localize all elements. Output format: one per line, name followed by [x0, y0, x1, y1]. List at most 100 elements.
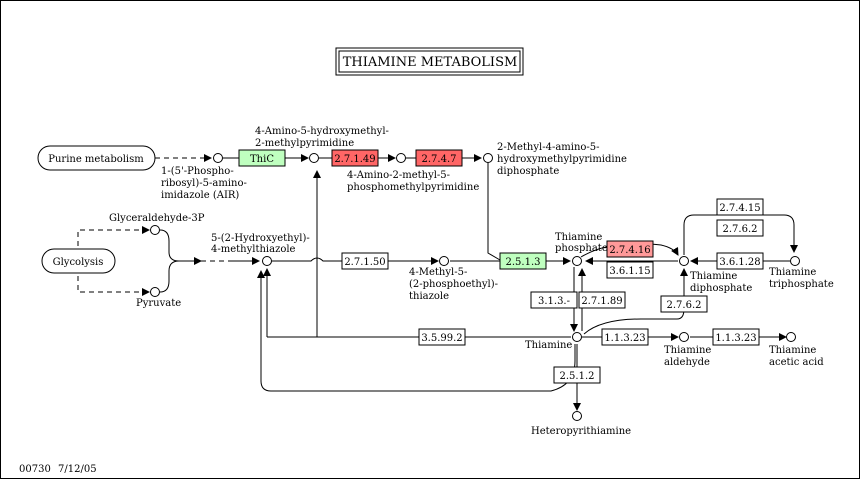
- svg-text:Thiamine: Thiamine: [769, 267, 816, 278]
- svg-text:(2-phosphoethyl)-: (2-phosphoethyl)-: [409, 279, 498, 290]
- enzyme-1.1.3.23-b[interactable]: 1.1.3.23: [712, 328, 760, 346]
- svg-text:4-methylthiazole: 4-methylthiazole: [211, 244, 296, 255]
- label-thiamine-acetic-acid: Thiamine acetic acid: [769, 345, 824, 368]
- svg-text:3.5.99.2: 3.5.99.2: [421, 333, 462, 344]
- svg-text:2.5.1.2: 2.5.1.2: [560, 371, 595, 382]
- enzyme-2.7.6.2-bottom[interactable]: 2.7.6.2: [660, 295, 708, 313]
- svg-text:1.1.3.23: 1.1.3.23: [715, 333, 756, 344]
- label-g3p: Glyceraldehyde-3P: [109, 213, 205, 224]
- svg-text:phosphomethylpyrimidine: phosphomethylpyrimidine: [347, 182, 479, 193]
- enzyme-3.5.99.2[interactable]: 3.5.99.2: [418, 328, 466, 346]
- compound-thiamine[interactable]: [572, 332, 582, 342]
- enzyme-2.7.4.16[interactable]: 2.7.4.16: [606, 240, 654, 258]
- compound-thzp[interactable]: [439, 256, 449, 266]
- label-thz: 5-(2-Hydroxyethyl)- 4-methylthiazole: [211, 233, 310, 255]
- enzyme-2.5.1.2[interactable]: 2.5.1.2: [553, 366, 601, 384]
- svg-text:3.6.1.15: 3.6.1.15: [609, 266, 650, 277]
- svg-text:Glycolysis: Glycolysis: [53, 257, 104, 268]
- label-tmp: Thiamine phosphate: [555, 232, 608, 254]
- svg-text:hydroxymethylpyrimidine: hydroxymethylpyrimidine: [497, 154, 627, 165]
- edge-glycolysis-g3p: [77, 226, 150, 246]
- label-tdp: Thiamine diphosphate: [690, 271, 752, 294]
- svg-text:2.7.4.15: 2.7.4.15: [719, 203, 760, 214]
- compound-thz[interactable]: [262, 256, 272, 266]
- svg-text:2.7.4.16: 2.7.4.16: [609, 245, 650, 256]
- compound-tdp[interactable]: [679, 256, 689, 266]
- svg-text:ThiC: ThiC: [250, 154, 274, 165]
- enzyme-2.7.1.89[interactable]: 2.7.1.89: [578, 291, 626, 309]
- svg-text:1.1.3.23: 1.1.3.23: [604, 333, 645, 344]
- compound-thiamine-acetic-acid[interactable]: [786, 332, 796, 342]
- svg-text:2-Methyl-4-amino-5-: 2-Methyl-4-amino-5-: [497, 142, 600, 153]
- enzyme-2.7.1.50[interactable]: 2.7.1.50: [341, 252, 389, 270]
- compound-ttp[interactable]: [790, 256, 800, 266]
- compound-tmp[interactable]: [572, 256, 582, 266]
- map-node-glycolysis[interactable]: Glycolysis: [41, 248, 116, 274]
- enzyme-3.6.1.28[interactable]: 3.6.1.28: [716, 252, 764, 270]
- map-node-purine[interactable]: Purine metabolism: [37, 145, 156, 171]
- svg-text:Thiamine: Thiamine: [664, 345, 711, 356]
- label-heteropyrithiamine: Heteropyrithiamine: [531, 426, 631, 437]
- svg-text:4-Amino-2-methyl-5-: 4-Amino-2-methyl-5-: [347, 170, 450, 181]
- edge-tmp-tdp: [580, 243, 679, 258]
- svg-text:2.7.6.2: 2.7.6.2: [667, 300, 702, 311]
- label-hmpp: 4-Amino-2-methyl-5- phosphomethylpyrimid…: [347, 170, 479, 193]
- svg-text:2.5.1.3: 2.5.1.3: [506, 257, 541, 268]
- edge-pyruvate-merge: [159, 260, 180, 293]
- compound-thiamine-aldehyde[interactable]: [679, 332, 689, 342]
- svg-text:ribosyl)-5-amino-: ribosyl)-5-amino-: [161, 178, 247, 189]
- edge-thiamine-tdp: [583, 268, 688, 335]
- compound-heteropyrithiamine[interactable]: [572, 411, 582, 421]
- edge-hmppp-condensation: [487, 163, 501, 261]
- svg-text:1-(5'-Phospho-: 1-(5'-Phospho-: [161, 166, 234, 177]
- enzyme-thic[interactable]: ThiC: [238, 149, 286, 167]
- label-pyruvate: Pyruvate: [136, 298, 181, 309]
- edge-glycolysis-pyruvate: [77, 276, 150, 296]
- enzyme-3.6.1.15[interactable]: 3.6.1.15: [606, 261, 654, 279]
- svg-text:2.7.6.2: 2.7.6.2: [723, 224, 758, 235]
- svg-text:phosphate: phosphate: [555, 243, 608, 254]
- svg-text:2-methylpyrimidine: 2-methylpyrimidine: [255, 138, 354, 149]
- compound-hmppp[interactable]: [483, 153, 493, 163]
- footer-map-id: 00730: [19, 464, 51, 475]
- svg-text:diphosphate: diphosphate: [497, 166, 559, 177]
- svg-text:4-Methyl-5-: 4-Methyl-5-: [409, 267, 467, 278]
- compound-g3p[interactable]: [150, 225, 160, 235]
- label-thzp: 4-Methyl-5- (2-phosphoethyl)- thiazole: [409, 267, 498, 302]
- footer-date: 7/12/05: [58, 464, 97, 475]
- edge-g3p-merge: [159, 229, 180, 262]
- svg-text:3.6.1.28: 3.6.1.28: [719, 257, 760, 268]
- label-air: 1-(5'-Phospho- ribosyl)-5-amino- imidazo…: [161, 166, 247, 201]
- compound-hmp[interactable]: [309, 153, 319, 163]
- svg-text:Purine metabolism: Purine metabolism: [48, 154, 144, 165]
- svg-text:aldehyde: aldehyde: [664, 357, 710, 368]
- svg-text:2.7.4.7: 2.7.4.7: [422, 154, 457, 165]
- label-thiamine: Thiamine: [525, 340, 572, 351]
- label-thiamine-aldehyde: Thiamine aldehyde: [664, 345, 711, 368]
- svg-text:diphosphate: diphosphate: [690, 283, 752, 294]
- svg-text:5-(2-Hydroxyethyl)-: 5-(2-Hydroxyethyl)-: [211, 233, 310, 244]
- compound-hmpp[interactable]: [396, 153, 406, 163]
- svg-text:2.7.1.89: 2.7.1.89: [581, 296, 622, 307]
- enzyme-2.7.1.49[interactable]: 2.7.1.49: [331, 149, 379, 167]
- title-box-inner: [338, 50, 521, 73]
- enzyme-3.1.3.-[interactable]: 3.1.3.-: [530, 291, 578, 309]
- enzyme-2.7.6.2-top[interactable]: 2.7.6.2: [716, 219, 764, 237]
- enzyme-2.5.1.3[interactable]: 2.5.1.3: [499, 252, 547, 270]
- enzyme-2.7.4.7[interactable]: 2.7.4.7: [415, 149, 463, 167]
- svg-text:thiazole: thiazole: [409, 291, 449, 302]
- compound-pyruvate[interactable]: [150, 287, 160, 297]
- svg-text:3.1.3.-: 3.1.3.-: [538, 296, 570, 307]
- enzyme-1.1.3.23-a[interactable]: 1.1.3.23: [601, 328, 649, 346]
- map-title: THIAMINE METABOLISM: [343, 55, 518, 70]
- svg-text:Thiamine: Thiamine: [769, 345, 816, 356]
- svg-text:Thiamine: Thiamine: [690, 271, 737, 282]
- enzyme-2.7.4.15[interactable]: 2.7.4.15: [716, 198, 764, 216]
- svg-text:triphosphate: triphosphate: [769, 279, 834, 290]
- label-ttp: Thiamine triphosphate: [769, 267, 834, 290]
- svg-text:2.7.1.50: 2.7.1.50: [344, 257, 385, 268]
- compound-air[interactable]: [213, 153, 223, 163]
- svg-text:2.7.1.49: 2.7.1.49: [334, 154, 375, 165]
